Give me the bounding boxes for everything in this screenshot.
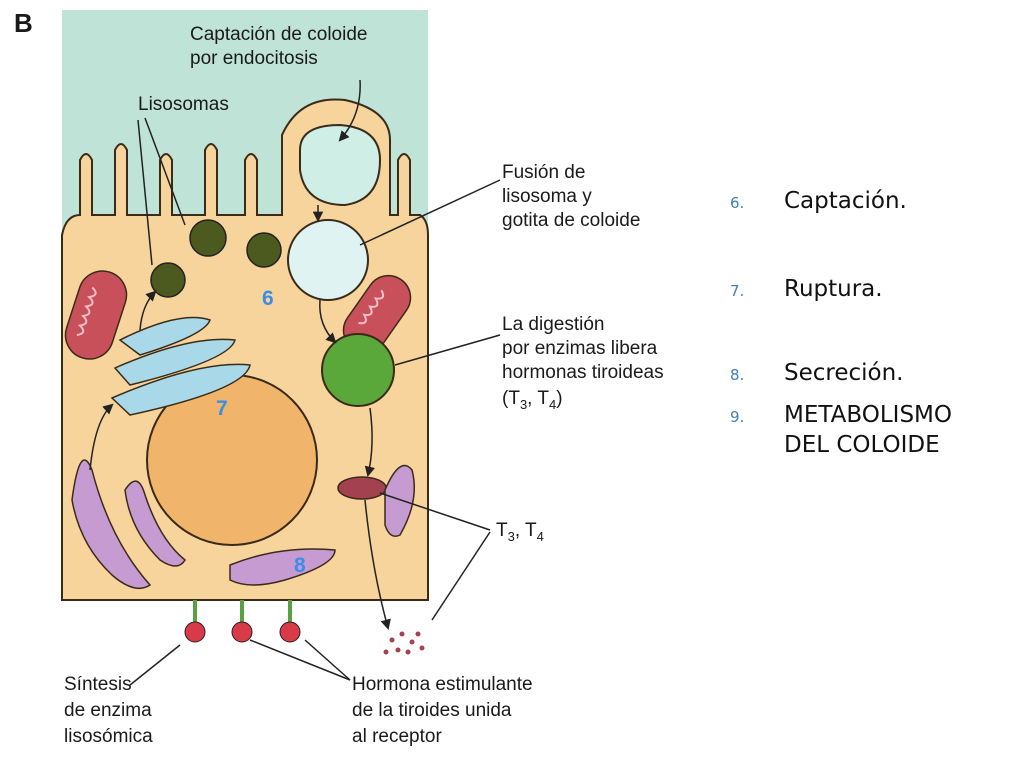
- label-t3t4: T3, T4: [496, 520, 544, 544]
- hormone-vesicle: [337, 476, 387, 500]
- endocytic-vesicle: [299, 123, 382, 207]
- digestion-sub-3: 3: [520, 397, 527, 412]
- list-item: 9. METABOLISMO DEL COLOIDE: [730, 400, 952, 460]
- secreted-hormones: [383, 631, 425, 655]
- list-marker: 9.: [730, 408, 745, 426]
- digestion-vesicle: [321, 333, 395, 407]
- digestion-close: ): [556, 388, 562, 409]
- label-fusion-1: Fusión de: [502, 162, 585, 183]
- list-marker: 8.: [730, 366, 745, 384]
- label-sintesis-2: de enzima: [64, 700, 152, 721]
- list-item-text: Ruptura.: [784, 276, 883, 302]
- tsh-receptors: [184, 600, 301, 643]
- label-digestion-2: por enzimas libera: [502, 338, 658, 359]
- list-item-text-line2: DEL COLOIDE: [784, 432, 940, 458]
- t3t4-base: T: [496, 520, 508, 541]
- golgi-apparatus: [110, 316, 251, 416]
- label-hormona-2: de la tiroides unida: [352, 700, 512, 721]
- label-sintesis-1: Síntesis: [64, 674, 132, 695]
- label-fusion-3: gotita de coloide: [502, 210, 640, 231]
- label-captacion-2: por endocitosis: [190, 48, 318, 69]
- list-item: 8. Secreción.: [730, 358, 904, 388]
- list-item-text-line1: METABOLISMO: [784, 402, 952, 428]
- panel-letter: B: [14, 8, 33, 38]
- t3t4-sub-4: 4: [537, 529, 544, 544]
- fusion-vesicle: [287, 219, 369, 301]
- label-lisosomas: Lisosomas: [138, 94, 229, 115]
- list-item: 6. Captación.: [730, 186, 907, 216]
- label-captacion-1: Captación de coloide: [190, 24, 367, 45]
- lysosome-2: [246, 232, 282, 268]
- step-number-8: 8: [294, 554, 306, 577]
- t3t4-comma: , T: [515, 520, 537, 541]
- label-digestion-3: hormonas tiroideas: [502, 362, 664, 383]
- rough-er: [71, 459, 415, 590]
- thyroid-cell-diagram: B: [14, 8, 664, 747]
- list-item: 7. Ruptura.: [730, 274, 883, 304]
- label-digestion-4: (T3, T4): [502, 388, 563, 412]
- label-hormona-1: Hormona estimulante: [352, 674, 533, 695]
- step-number-6: 6: [262, 287, 274, 310]
- mitochondrion-left: [64, 270, 128, 360]
- label-digestion-1: La digestión: [502, 314, 604, 335]
- digestion-comma: , T: [527, 388, 549, 409]
- t3t4-sub-3: 3: [508, 529, 515, 544]
- lysosome-1: [189, 219, 227, 257]
- list-item-text: Secreción.: [784, 360, 904, 386]
- step-number-7: 7: [216, 397, 228, 420]
- digestion-open: (T: [502, 388, 520, 409]
- digestion-sub-4: 4: [549, 397, 556, 412]
- pointer-lines: [89, 79, 501, 686]
- lysosome-3: [150, 262, 186, 298]
- label-sintesis-3: lisosómica: [64, 726, 153, 747]
- list-item-text: Captación.: [784, 188, 907, 214]
- label-hormona-3: al receptor: [352, 726, 442, 747]
- list-marker: 7.: [730, 282, 745, 300]
- list-marker: 6.: [730, 194, 745, 212]
- label-fusion-2: lisosoma y: [502, 186, 592, 207]
